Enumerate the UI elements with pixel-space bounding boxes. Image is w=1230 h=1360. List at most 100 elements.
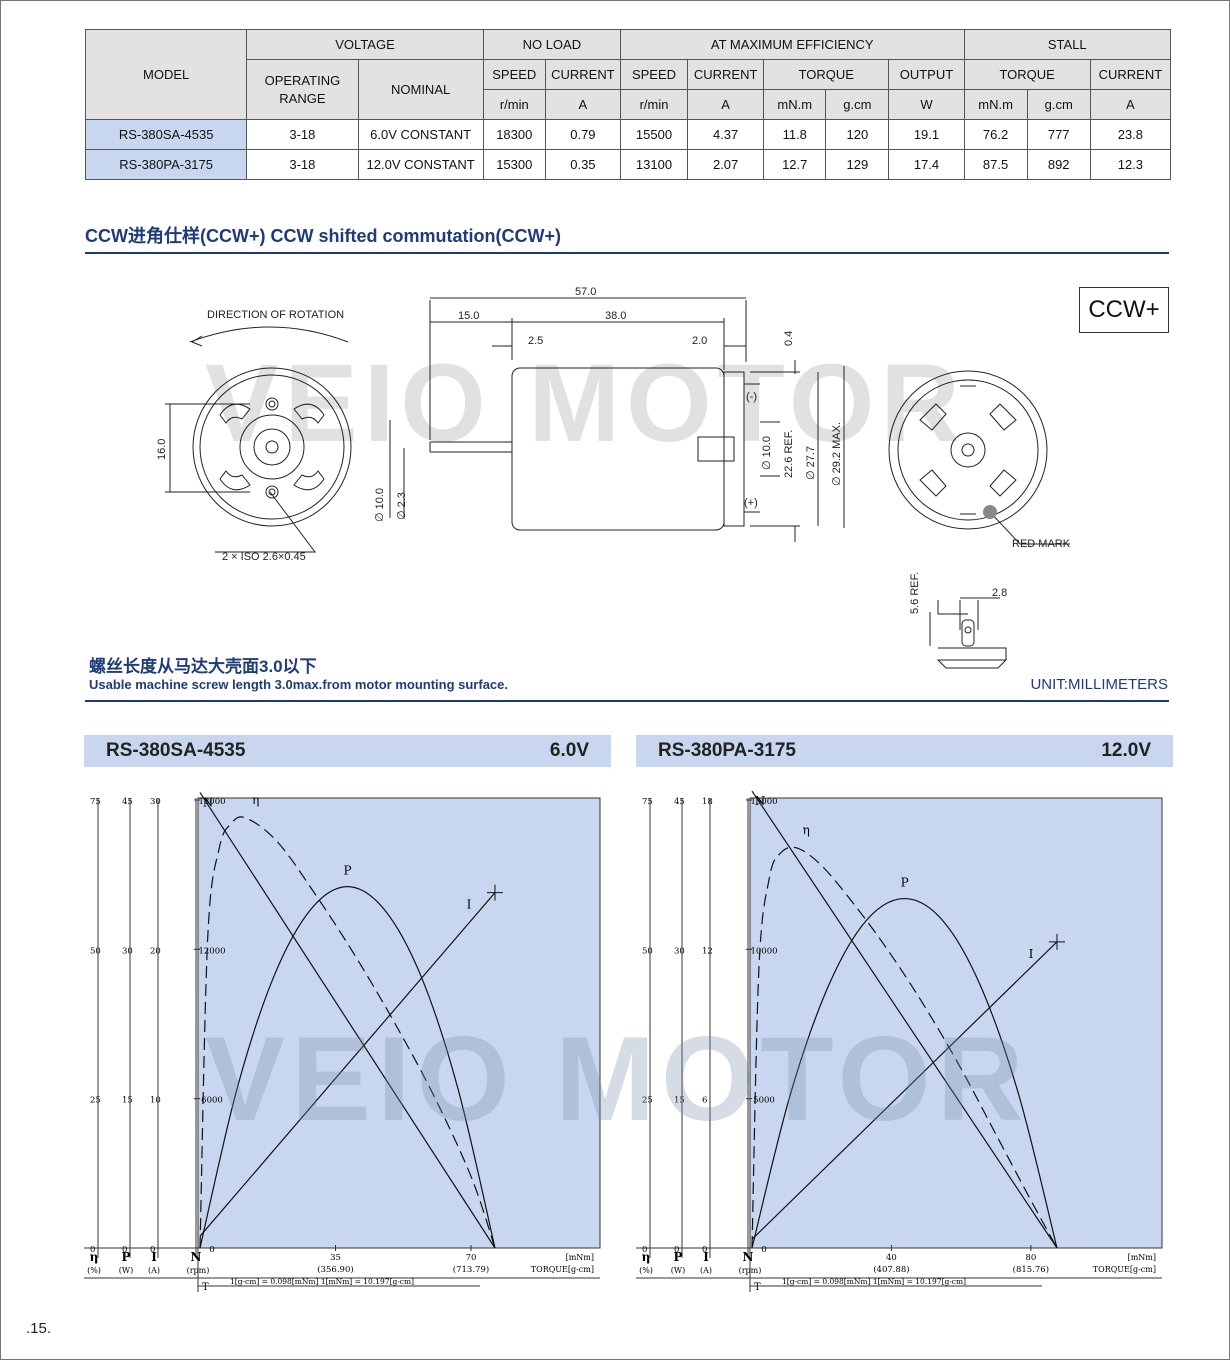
x-tick-label-gcm: (356.90) [317, 1264, 353, 1275]
th-unit: g.cm [1026, 89, 1091, 120]
cell: 4.37 [687, 119, 765, 150]
watermark: VEIO MOTOR [205, 342, 966, 465]
y-tick-label: 20 [150, 946, 161, 956]
axis-symbol: P [121, 1250, 130, 1264]
spec-table: MODEL VOLTAGE NO LOAD AT MAXIMUM EFFICIE… [84, 29, 1172, 180]
cell: 3-18 [246, 119, 359, 150]
dim-text: 2.0 [692, 335, 707, 347]
torque-symbol: T [754, 1282, 761, 1293]
cell: 23.8 [1089, 119, 1172, 150]
series-N-line [199, 792, 496, 1249]
y-tick-label: 18000 [198, 797, 225, 807]
y-tick-label: 50 [642, 946, 653, 956]
cell: 76.2 [963, 119, 1028, 150]
dim-text: 0.4 [783, 331, 795, 346]
series-P-line [199, 886, 496, 1249]
series-eta-line [751, 846, 1058, 1249]
series-label: I [467, 898, 472, 912]
front-view-outline [192, 367, 352, 527]
x-tick-label: 80 [1025, 1253, 1036, 1263]
axis-unit: (rpm) [187, 1266, 210, 1275]
chart-voltage: 6.0V [549, 740, 589, 761]
x-axis-title: TORQUE[g-cm] [531, 1265, 594, 1274]
cell-model: RS-380PA-3175 [84, 149, 248, 180]
dim-text: ∅ 10.0 [761, 436, 773, 470]
dimension-drawing: DIRECTION OF ROTATION 16.0 2 × ISO 2.6×0… [156, 286, 1071, 669]
screw-note-cn: 螺丝长度从马达大壳面3.0以下 [89, 657, 317, 676]
series-label: P [343, 864, 351, 878]
y-tick-label: 25 [90, 1096, 101, 1106]
series-label: I [1029, 947, 1034, 961]
y-tick-label: 15 [674, 1096, 685, 1106]
axis-symbol: η [642, 1250, 651, 1264]
series-N-line [751, 790, 1058, 1249]
dim-text: 57.0 [575, 286, 596, 298]
y-tick-label: 0 [90, 1245, 95, 1255]
section-rule [85, 252, 1169, 254]
series-P-line [751, 897, 1058, 1249]
red-mark-dot [983, 505, 997, 519]
th-unit: r/min [482, 89, 546, 120]
series-eta-line [199, 816, 496, 1249]
y-tick-label: 30 [122, 946, 133, 956]
chart-model: RS-380SA-4535 [106, 740, 246, 761]
axis-unit: (W) [671, 1266, 685, 1275]
cell: 11.8 [763, 119, 827, 150]
performance-chart-2: 0255075η(%)0153045P(W)061218I(A)05000100… [636, 790, 1163, 1293]
series-I-line [199, 892, 496, 1237]
y-tick-label: 45 [122, 797, 133, 807]
y-tick-label: 30 [674, 946, 685, 956]
axis-symbol: N [743, 1250, 754, 1264]
th-noload: NO LOAD [482, 29, 621, 60]
cell: 17.4 [888, 149, 965, 180]
y-tick-label: 30 [150, 797, 161, 807]
cell: 129 [825, 149, 890, 180]
y-tick-label: 75 [642, 797, 653, 807]
chart-header-2: RS-380PA-3175 12.0V [636, 735, 1173, 767]
axis-symbol: P [673, 1250, 682, 1264]
dim-text: ∅ 10.0 [374, 488, 386, 522]
x-unit-label: [mNm] [566, 1253, 594, 1262]
cell: 13100 [619, 149, 689, 180]
y-tick-label: 50 [90, 946, 101, 956]
cell: 6.0V CONSTANT [357, 119, 484, 150]
series-I-line [751, 941, 1058, 1240]
y-tick-label: 15 [122, 1096, 133, 1106]
th-maxeff: AT MAXIMUM EFFICIENCY [619, 29, 965, 60]
x-axis-title: TORQUE[g-cm] [1093, 1265, 1156, 1274]
x-tick-label: 70 [466, 1253, 477, 1263]
th-output: OUTPUT [888, 59, 965, 90]
axis-symbol: I [703, 1250, 709, 1264]
cell: 87.5 [963, 149, 1028, 180]
y-tick-label: 0 [150, 1245, 155, 1255]
th-model: MODEL [84, 29, 248, 120]
th-current: CURRENT [687, 59, 765, 90]
series-label: N [203, 796, 214, 810]
axis-unit: (W) [119, 1266, 133, 1275]
y-tick-label: 10000 [750, 946, 777, 956]
unit-footnote: 1[g-cm] = 0.098[mNm] 1[mNm] = 10.197[g-c… [782, 1277, 966, 1286]
y-tick-label: 0 [674, 1245, 679, 1255]
red-mark-label: RED MARK [1012, 538, 1071, 550]
axis-unit: (rpm) [739, 1266, 762, 1275]
y-tick-label: 10 [150, 1096, 161, 1106]
cell: 2.07 [687, 149, 765, 180]
cell: 0.79 [544, 119, 621, 150]
cell: 12.0V CONSTANT [357, 149, 484, 180]
axis-symbol: N [191, 1250, 202, 1264]
unit-footnote: 1[g-cm] = 0.098[mNm] 1[mNm] = 10.197[g-c… [230, 1277, 414, 1286]
cell: 12.3 [1089, 149, 1172, 180]
x-tick-label: 40 [886, 1253, 897, 1263]
th-unit: A [1089, 89, 1172, 120]
x-tick-label-gcm: (713.79) [453, 1264, 489, 1275]
series-label: η [803, 823, 810, 837]
dim-text: 5.6 REF. [909, 572, 921, 614]
y-tick-label: 5000 [753, 1096, 775, 1106]
y-tick-label: 0 [209, 1245, 214, 1255]
performance-chart-1: 0255075η(%)0153045P(W)0102030I(A)0600012… [84, 792, 601, 1293]
y-tick-label: 25 [642, 1096, 653, 1106]
cell: 3-18 [246, 149, 359, 180]
th-unit: g.cm [825, 89, 890, 120]
cell: 777 [1026, 119, 1091, 150]
axis-unit: (%) [87, 1266, 101, 1275]
